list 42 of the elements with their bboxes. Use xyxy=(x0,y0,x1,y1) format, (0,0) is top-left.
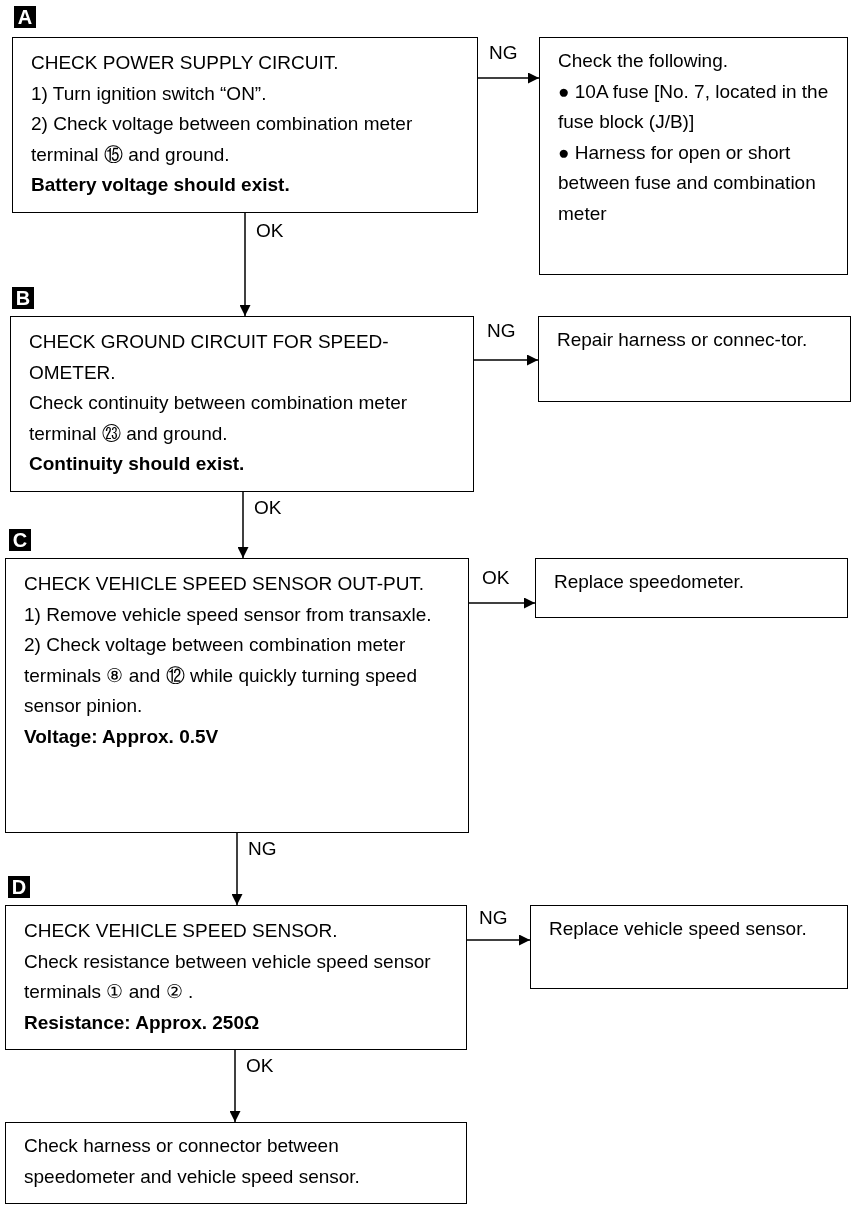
step-text: CHECK VEHICLE SPEED SENSOR OUT-PUT. xyxy=(24,572,426,596)
step-text: ● 10A fuse [No. 7, located in the fuse block (J/B)] xyxy=(558,79,830,134)
arrow xyxy=(229,1049,241,1123)
step-box xyxy=(539,37,848,275)
arrow xyxy=(477,72,540,84)
step-text: ● Harness for open or short between fuse and combination meter xyxy=(558,140,817,226)
step-box xyxy=(530,905,848,989)
step-text: Check the following. xyxy=(558,49,730,73)
step-box xyxy=(12,37,478,213)
step-box xyxy=(10,316,474,492)
arrow xyxy=(466,934,531,946)
step-text: CHECK GROUND CIRCUIT FOR SPEED-OMETER. xyxy=(29,330,390,385)
step-box xyxy=(5,558,469,833)
step-text: CHECK POWER SUPPLY CIRCUIT. xyxy=(31,51,340,75)
step-box xyxy=(5,905,467,1050)
step-letter: B xyxy=(12,287,34,309)
arrow xyxy=(473,354,539,366)
step-text: 2) Check voltage between combination meter terminal ⑮ and ground. xyxy=(31,112,414,167)
step-text: Replace speedometer. xyxy=(554,570,746,594)
step-box xyxy=(535,558,848,618)
step-text: Check resistance between vehicle speed sensor terminals ① and ② . xyxy=(24,949,432,1004)
step-letter: D xyxy=(8,876,30,898)
step-text: Voltage: Approx. 0.5V xyxy=(24,724,220,749)
step-text: 1) Remove vehicle speed sensor from transaxle. xyxy=(24,602,433,627)
step-letter: C xyxy=(9,529,31,551)
arrow xyxy=(239,212,251,317)
step-box xyxy=(538,316,851,402)
step-text: Check harness or connector between speedometer and vehicle speed sensor. xyxy=(24,1134,361,1189)
step-box xyxy=(5,1122,467,1204)
step-text: 2) Check voltage between combination meter terminals ⑧ and ⑫ while quickly turning speed sensor pinion. xyxy=(24,633,418,718)
step-text: CHECK VEHICLE SPEED SENSOR. xyxy=(24,919,339,943)
step-text: 1) Turn ignition switch “ON”. xyxy=(31,81,268,106)
arrow xyxy=(468,597,536,609)
step-text: Resistance: Approx. 250Ω xyxy=(24,1010,261,1035)
step-letter: A xyxy=(14,6,36,28)
step-text: Battery voltage should exist. xyxy=(31,173,291,197)
step-text: Repair harness or connec-tor. xyxy=(557,328,809,352)
step-text: Replace vehicle speed sensor. xyxy=(549,917,808,941)
arrow xyxy=(231,832,243,906)
arrow xyxy=(237,491,249,559)
step-text: Check continuity between combination meter terminal ㉓ and ground. xyxy=(29,391,409,446)
step-text: Continuity should exist. xyxy=(29,452,246,476)
